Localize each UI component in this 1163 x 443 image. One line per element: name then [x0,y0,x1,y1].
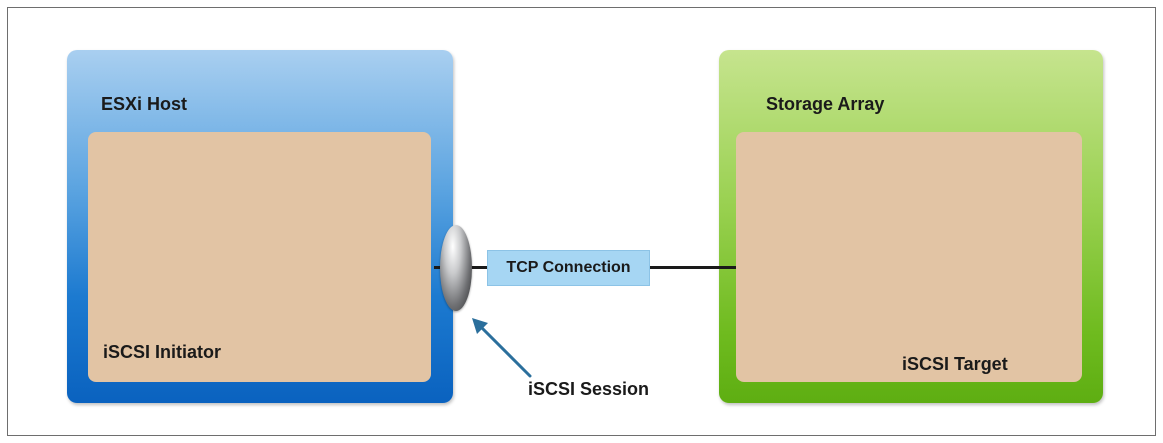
storage-array-title: Storage Array [766,94,885,114]
esxi-host-title: ESXi Host [101,94,188,114]
iscsi-session-label: iSCSI Session [528,379,650,399]
iscsi-initiator-label: iSCSI Initiator [103,342,222,362]
esxi-host-box: ESXi Host iSCSI Initiator [67,50,453,403]
tcp-connection-label: TCP Connection [487,250,650,286]
iscsi-target-label: iSCSI Target [902,354,1008,374]
port-ellipse-icon [440,225,472,311]
arrow-up-left-icon [472,318,532,378]
storage-array-box: Storage Array iSCSI Target [719,50,1103,403]
iscsi-initiator-panel: iSCSI Initiator [88,132,431,382]
iscsi-target-panel: iSCSI Target [736,132,1082,382]
